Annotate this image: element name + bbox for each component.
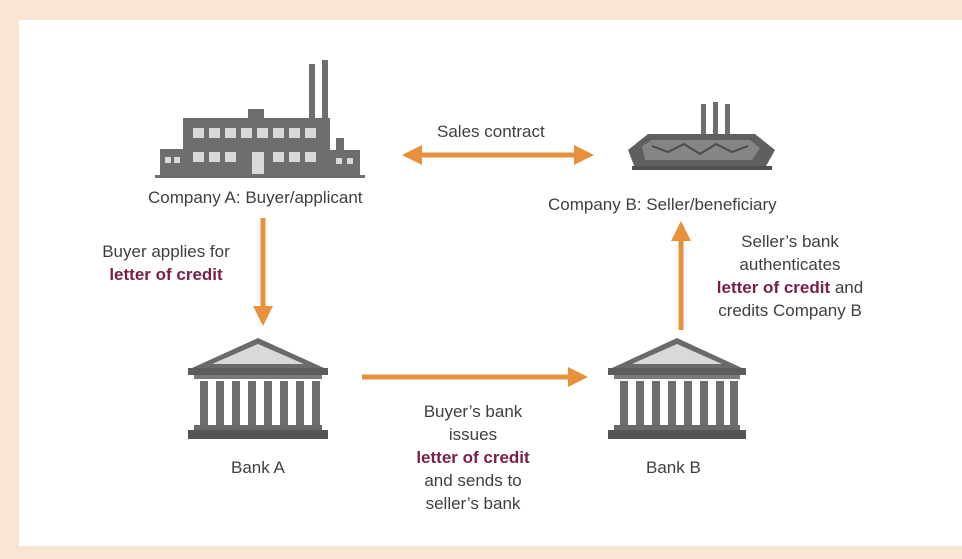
seller-bank-suffix: and [830, 278, 864, 297]
bank-issues-line1: Buyer’s bank [423, 402, 523, 421]
buyer-applies-highlight: letter of credit [109, 265, 223, 284]
bank-issues-line2: issues [448, 425, 498, 444]
seller-bank-line2: authenticates [739, 255, 841, 274]
bank-b-label: Bank B [646, 458, 701, 477]
company-b-factory-icon [628, 102, 775, 170]
company-b-label: Company B: Seller/beneficiary [548, 195, 777, 214]
buyer-applies-text: Buyer applies for [102, 242, 230, 261]
seller-bank-line1: Seller’s bank [741, 232, 839, 251]
seller-bank-line3: letter of credit and [690, 276, 890, 299]
company-a-factory-icon [155, 60, 365, 178]
sales-contract-label: Sales contract [437, 122, 545, 141]
seller-bank-highlight: letter of credit [716, 278, 831, 297]
bank-issues-highlight: letter of credit [416, 448, 530, 467]
bank-issues-label: Buyer’s bank issues letter of credit and… [385, 400, 561, 515]
buyer-applies-label: Buyer applies for letter of credit [86, 240, 246, 286]
bank-issues-line3: and sends to [424, 471, 522, 490]
bank-issues-line4: seller’s bank [425, 494, 521, 513]
bank-a-bank-icon [188, 338, 328, 439]
bank-b-bank-icon [608, 338, 746, 439]
seller-bank-line4: credits Company B [718, 301, 862, 320]
seller-bank-label: Seller’s bank authenticates letter of cr… [690, 230, 890, 322]
bank-a-label: Bank A [231, 458, 285, 477]
company-a-label: Company A: Buyer/applicant [148, 188, 363, 207]
diagram-panel [19, 20, 962, 546]
